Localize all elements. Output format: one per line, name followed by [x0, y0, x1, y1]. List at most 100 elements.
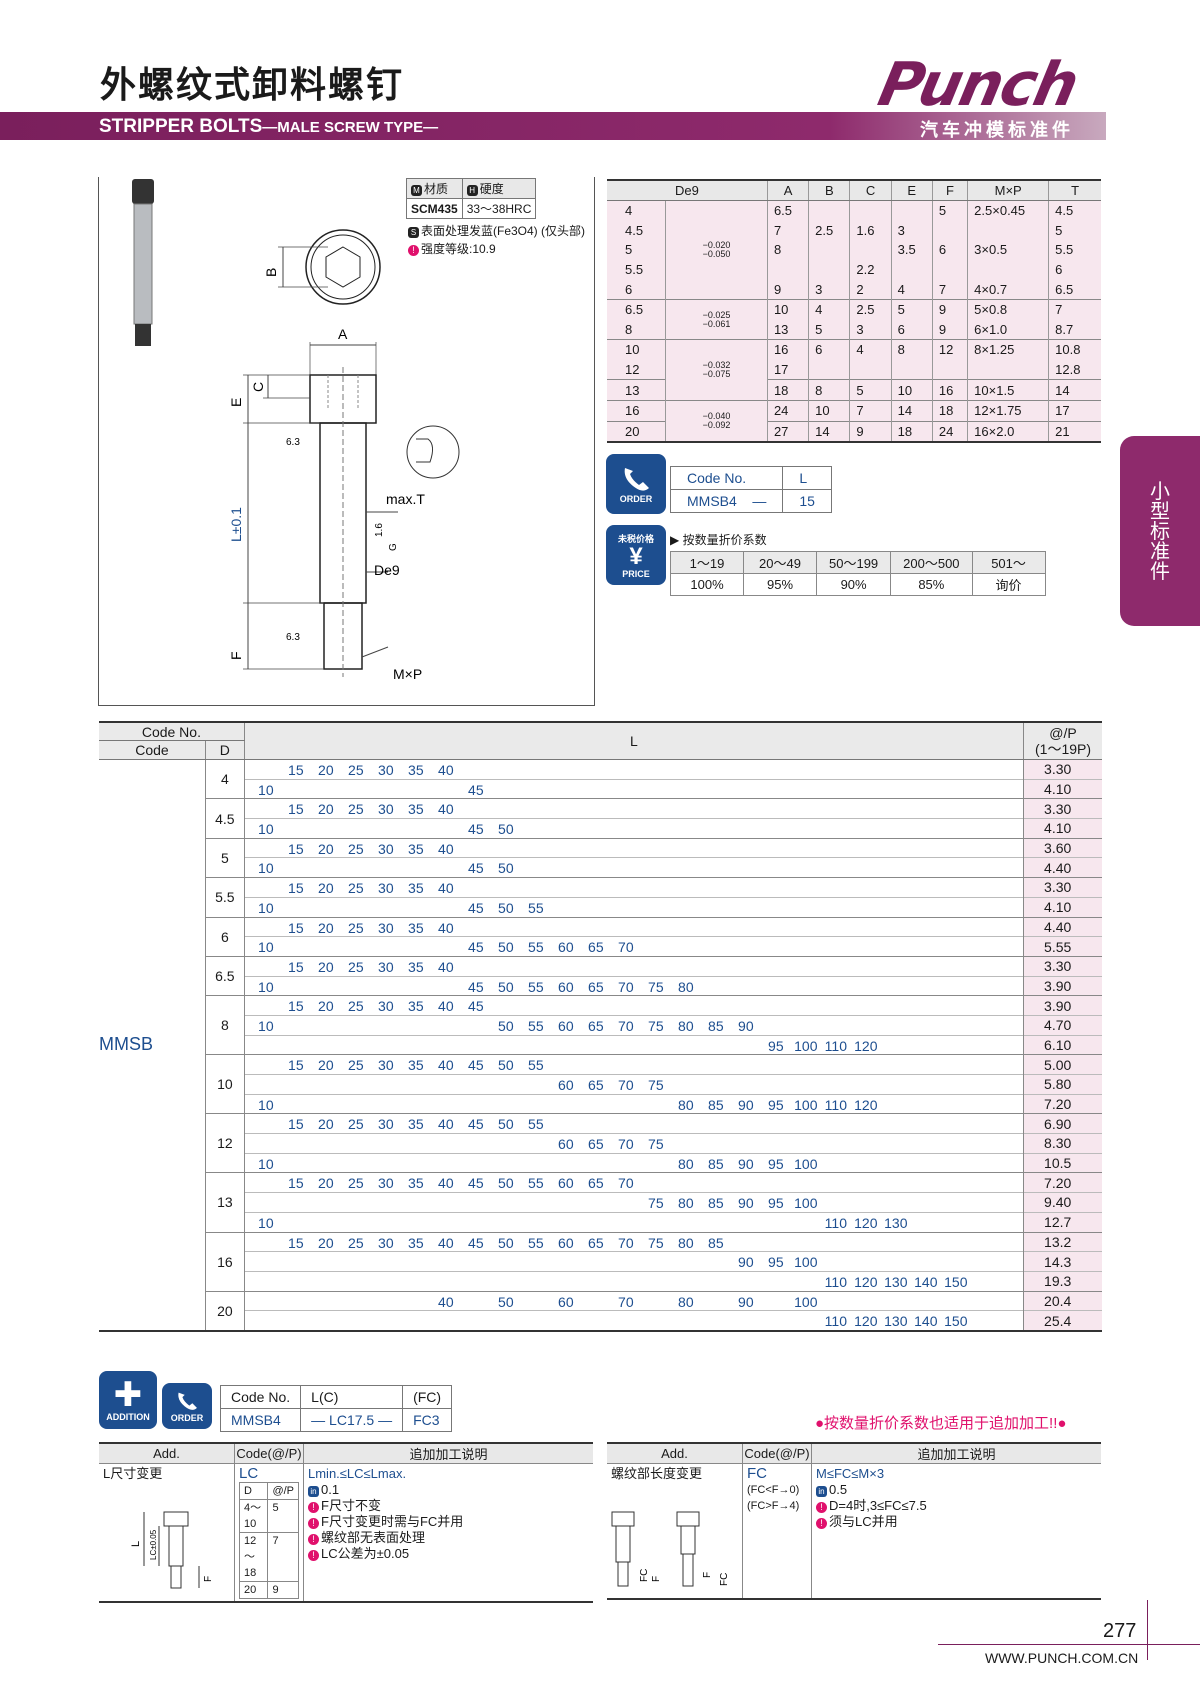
length-value[interactable]: 15 — [288, 1234, 304, 1251]
length-value[interactable]: 60 — [558, 939, 574, 956]
length-value[interactable]: 90 — [738, 1096, 754, 1113]
length-value[interactable]: 90 — [738, 1017, 754, 1034]
length-value[interactable]: 100 — [794, 1096, 818, 1113]
length-value[interactable]: 45 — [468, 1175, 484, 1192]
length-value[interactable]: 20 — [318, 1116, 334, 1133]
length-value[interactable]: 120 — [854, 1037, 878, 1054]
length-value[interactable]: 70 — [618, 1136, 634, 1153]
length-value[interactable]: 35 — [408, 801, 424, 818]
length-value[interactable]: 20 — [318, 880, 334, 897]
length-value[interactable]: 85 — [708, 1096, 724, 1113]
length-value[interactable]: 45 — [468, 1234, 484, 1251]
length-value[interactable]: 95 — [768, 1195, 784, 1212]
length-value[interactable]: 40 — [438, 762, 454, 778]
length-value[interactable]: 55 — [528, 1017, 544, 1034]
length-value[interactable]: 50 — [498, 1057, 514, 1074]
length-value[interactable]: 30 — [378, 919, 394, 936]
length-value[interactable]: 25 — [348, 801, 364, 818]
length-value[interactable]: 40 — [438, 998, 454, 1015]
length-value[interactable]: 10 — [258, 899, 274, 916]
side-category-tab[interactable]: 小型标准件 — [1120, 436, 1200, 626]
length-value[interactable]: 25 — [348, 958, 364, 975]
length-value[interactable]: 10 — [258, 1017, 274, 1034]
length-value[interactable]: 40 — [438, 1116, 454, 1133]
length-value[interactable]: 85 — [708, 1155, 724, 1172]
length-value[interactable]: 40 — [438, 958, 454, 975]
length-value[interactable]: 100 — [794, 1037, 818, 1054]
length-value[interactable]: 100 — [794, 1254, 818, 1271]
length-value[interactable]: 30 — [378, 762, 394, 778]
length-value[interactable]: 55 — [528, 939, 544, 956]
length-value[interactable]: 65 — [588, 1234, 604, 1251]
length-value[interactable]: 20 — [318, 1234, 334, 1251]
length-value[interactable]: 10 — [258, 1214, 274, 1231]
length-value[interactable]: 35 — [408, 1116, 424, 1133]
length-value[interactable]: 110 — [824, 1214, 847, 1231]
length-value[interactable]: 80 — [678, 1017, 694, 1034]
length-value[interactable]: 10 — [258, 1155, 274, 1172]
length-value[interactable]: 10 — [258, 781, 274, 798]
length-value[interactable]: 95 — [768, 1096, 784, 1113]
length-value[interactable]: 30 — [378, 958, 394, 975]
length-value[interactable]: 55 — [528, 1175, 544, 1192]
length-value[interactable]: 10 — [258, 939, 274, 956]
length-value[interactable]: 60 — [558, 1077, 574, 1093]
length-value[interactable]: 35 — [408, 880, 424, 897]
length-value[interactable]: 15 — [288, 1175, 304, 1192]
length-value[interactable]: 15 — [288, 801, 304, 818]
length-value[interactable]: 70 — [618, 978, 634, 995]
length-value[interactable]: 45 — [468, 781, 484, 798]
length-value[interactable]: 35 — [408, 998, 424, 1015]
length-value[interactable]: 40 — [438, 1293, 454, 1310]
length-value[interactable]: 40 — [438, 919, 454, 936]
length-value[interactable]: 70 — [618, 1234, 634, 1251]
length-value[interactable]: 45 — [468, 860, 484, 877]
length-value[interactable]: 50 — [498, 939, 514, 956]
length-value[interactable]: 20 — [318, 840, 334, 857]
length-value[interactable]: 15 — [288, 958, 304, 975]
length-value[interactable]: 90 — [738, 1155, 754, 1172]
length-value[interactable]: 30 — [378, 998, 394, 1015]
length-value[interactable]: 75 — [648, 1195, 664, 1212]
length-value[interactable]: 55 — [528, 1057, 544, 1074]
length-value[interactable]: 50 — [498, 860, 514, 877]
length-value[interactable]: 50 — [498, 1234, 514, 1251]
length-value[interactable]: 50 — [498, 1017, 514, 1034]
length-value[interactable]: 120 — [854, 1214, 878, 1231]
length-value[interactable]: 35 — [408, 1234, 424, 1251]
length-value[interactable]: 75 — [648, 978, 664, 995]
length-value[interactable]: 65 — [588, 1017, 604, 1034]
length-value[interactable]: 10 — [258, 860, 274, 877]
length-value[interactable]: 60 — [558, 978, 574, 995]
length-value[interactable]: 80 — [678, 1234, 694, 1251]
length-value[interactable]: 35 — [408, 919, 424, 936]
length-value[interactable]: 15 — [288, 1116, 304, 1133]
length-value[interactable]: 110 — [824, 1313, 847, 1330]
length-value[interactable]: 30 — [378, 880, 394, 897]
length-value[interactable]: 20 — [318, 801, 334, 818]
length-value[interactable]: 40 — [438, 880, 454, 897]
length-value[interactable]: 40 — [438, 1234, 454, 1251]
length-value[interactable]: 50 — [498, 1293, 514, 1310]
length-value[interactable]: 80 — [678, 1155, 694, 1172]
length-value[interactable]: 50 — [498, 978, 514, 995]
length-value[interactable]: 140 — [914, 1273, 938, 1290]
length-value[interactable]: 65 — [588, 978, 604, 995]
length-value[interactable]: 75 — [648, 1136, 664, 1153]
length-value[interactable]: 85 — [708, 1195, 724, 1212]
length-value[interactable]: 65 — [588, 1077, 604, 1093]
length-value[interactable]: 45 — [468, 1116, 484, 1133]
length-value[interactable]: 30 — [378, 1175, 394, 1192]
length-value[interactable]: 45 — [468, 1057, 484, 1074]
length-value[interactable]: 55 — [528, 1234, 544, 1251]
length-value[interactable]: 75 — [648, 1234, 664, 1251]
length-value[interactable]: 60 — [558, 1293, 574, 1310]
length-value[interactable]: 110 — [824, 1037, 847, 1054]
length-value[interactable]: 35 — [408, 762, 424, 778]
length-value[interactable]: 30 — [378, 1116, 394, 1133]
length-value[interactable]: 30 — [378, 801, 394, 818]
length-value[interactable]: 130 — [884, 1214, 908, 1231]
length-value[interactable]: 100 — [794, 1195, 818, 1212]
length-value[interactable]: 20 — [318, 1175, 334, 1192]
length-value[interactable]: 130 — [884, 1273, 908, 1290]
